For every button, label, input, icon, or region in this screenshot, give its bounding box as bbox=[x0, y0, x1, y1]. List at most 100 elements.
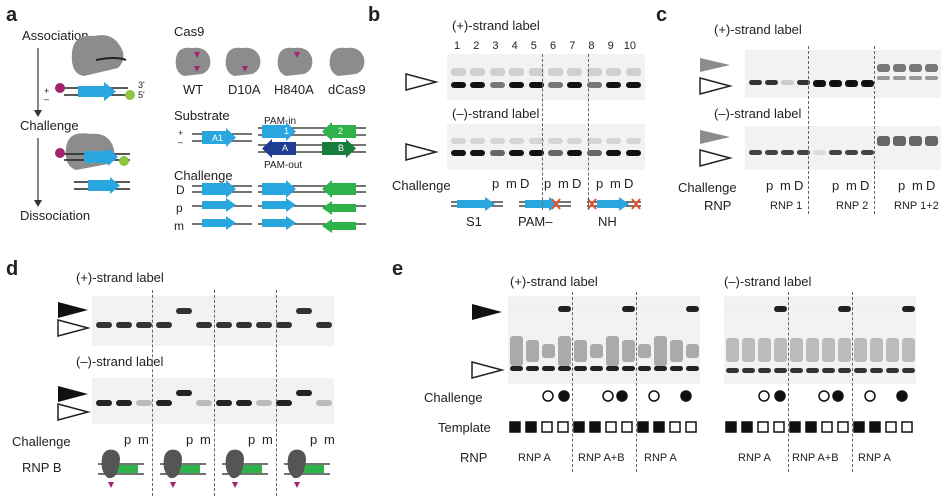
gel-band bbox=[877, 76, 890, 80]
e-rnp-label: RNP bbox=[460, 450, 488, 465]
gel-band bbox=[654, 366, 667, 371]
gel-band bbox=[749, 80, 762, 85]
gel-smear bbox=[790, 338, 803, 362]
d-challenge-lane-p: p bbox=[186, 432, 194, 447]
gel-band bbox=[542, 366, 555, 371]
gel-smear bbox=[886, 338, 899, 362]
gel-band bbox=[236, 322, 252, 328]
template-filled-marker bbox=[805, 421, 817, 433]
gel-smear bbox=[686, 344, 699, 358]
panel-d-label: d bbox=[6, 258, 19, 280]
c-challenge-lane-D: D bbox=[860, 178, 870, 193]
d-challenge-lane-p: p bbox=[124, 432, 132, 447]
template-open-marker bbox=[669, 421, 681, 433]
challenge-filled-marker bbox=[774, 390, 786, 402]
gel-band bbox=[489, 150, 505, 156]
gel-band bbox=[116, 400, 132, 406]
gel-band bbox=[574, 306, 587, 308]
template-filled-marker bbox=[789, 421, 801, 433]
template-open-marker bbox=[885, 421, 897, 433]
gel-smear bbox=[509, 138, 525, 144]
gel-smear bbox=[526, 340, 539, 362]
gel-band bbox=[790, 368, 803, 373]
e-gel-plus bbox=[508, 296, 700, 384]
gel-band bbox=[470, 82, 486, 88]
challenge-row-d: D bbox=[176, 183, 185, 197]
c-minus-label: (–)-strand label bbox=[714, 106, 802, 121]
e-challenge-template-marks bbox=[509, 390, 913, 433]
c-rnp-2: RNP 2 bbox=[836, 200, 869, 212]
challenge-row-p: p bbox=[176, 201, 183, 215]
gel-band bbox=[893, 64, 906, 72]
b-lane-number: 8 bbox=[588, 40, 595, 52]
gel-band bbox=[925, 136, 938, 146]
gel-band bbox=[567, 82, 583, 88]
gel-smear bbox=[590, 344, 603, 358]
cas9-variant-icons bbox=[175, 47, 365, 76]
template-open-marker bbox=[837, 421, 849, 433]
gel-band bbox=[813, 80, 826, 87]
challenge-filled-marker bbox=[896, 390, 908, 402]
e-template-label: Template bbox=[438, 420, 491, 435]
template-filled-marker bbox=[653, 421, 665, 433]
gel-band bbox=[451, 150, 466, 156]
b-lane-number: 9 bbox=[607, 40, 614, 52]
template-open-marker bbox=[541, 421, 553, 433]
d-challenge-label: Challenge bbox=[12, 434, 71, 449]
template-open-marker bbox=[821, 421, 833, 433]
b-challenge-lane-m: m bbox=[610, 176, 621, 191]
gel-band bbox=[774, 306, 787, 312]
gel-smear bbox=[742, 338, 755, 362]
gel-band bbox=[136, 322, 152, 328]
b-substrate-icons bbox=[451, 197, 641, 211]
c-divider-2 bbox=[874, 46, 875, 214]
challenge-row-m: m bbox=[174, 219, 184, 233]
gel-band bbox=[276, 400, 292, 406]
gel-band bbox=[548, 82, 563, 88]
b-lane-number: 4 bbox=[511, 40, 518, 52]
gel-band bbox=[877, 136, 890, 146]
b-plus-label: (+)-strand label bbox=[452, 18, 540, 33]
end-5-label: 5' bbox=[138, 90, 145, 100]
e-left-rnp-a-1: RNP A bbox=[518, 452, 551, 464]
gel-band bbox=[765, 150, 778, 155]
substrate-plus: + bbox=[178, 128, 184, 138]
gel-band bbox=[136, 400, 152, 406]
challenge-open-marker bbox=[818, 390, 830, 402]
gel-smear bbox=[489, 138, 505, 144]
gel-band bbox=[829, 150, 842, 155]
gel-band bbox=[96, 322, 112, 328]
gel-band bbox=[822, 306, 835, 308]
association-label: Association bbox=[22, 28, 89, 43]
gel-band bbox=[765, 80, 778, 85]
b-lane-number: 6 bbox=[550, 40, 557, 52]
challenge-filled-marker bbox=[616, 390, 628, 402]
gel-band bbox=[236, 400, 252, 406]
gel-band bbox=[845, 80, 858, 87]
gel-band bbox=[742, 368, 755, 373]
gel-band bbox=[686, 366, 699, 371]
template-filled-marker bbox=[853, 421, 865, 433]
b-divider-1 bbox=[542, 54, 543, 210]
gel-smear bbox=[470, 138, 486, 144]
gel-band bbox=[606, 82, 622, 88]
gel-smear bbox=[638, 344, 651, 358]
template-filled-marker bbox=[589, 421, 601, 433]
d-divider-1 bbox=[152, 290, 153, 496]
substrate-title: Substrate bbox=[174, 108, 230, 123]
substrate-minus: – bbox=[178, 137, 184, 147]
b-challenge-lane-D: D bbox=[624, 176, 634, 191]
e-right-rnp-ab: RNP A+B bbox=[792, 452, 839, 464]
c-challenge-label: Challenge bbox=[678, 180, 737, 195]
b-challenge-lane-p: p bbox=[596, 176, 604, 191]
c-challenge-lane-p: p bbox=[898, 178, 906, 193]
c-plus-label: (+)-strand label bbox=[714, 22, 802, 37]
gel-smear bbox=[558, 336, 571, 366]
c-challenge-lane-D: D bbox=[794, 178, 804, 193]
gel-band bbox=[606, 150, 622, 156]
gel-band bbox=[548, 150, 563, 156]
gel-band bbox=[590, 306, 603, 308]
template-open-marker bbox=[605, 421, 617, 433]
gel-smear bbox=[567, 138, 583, 144]
pam-in-label: PAM-in bbox=[264, 116, 297, 127]
